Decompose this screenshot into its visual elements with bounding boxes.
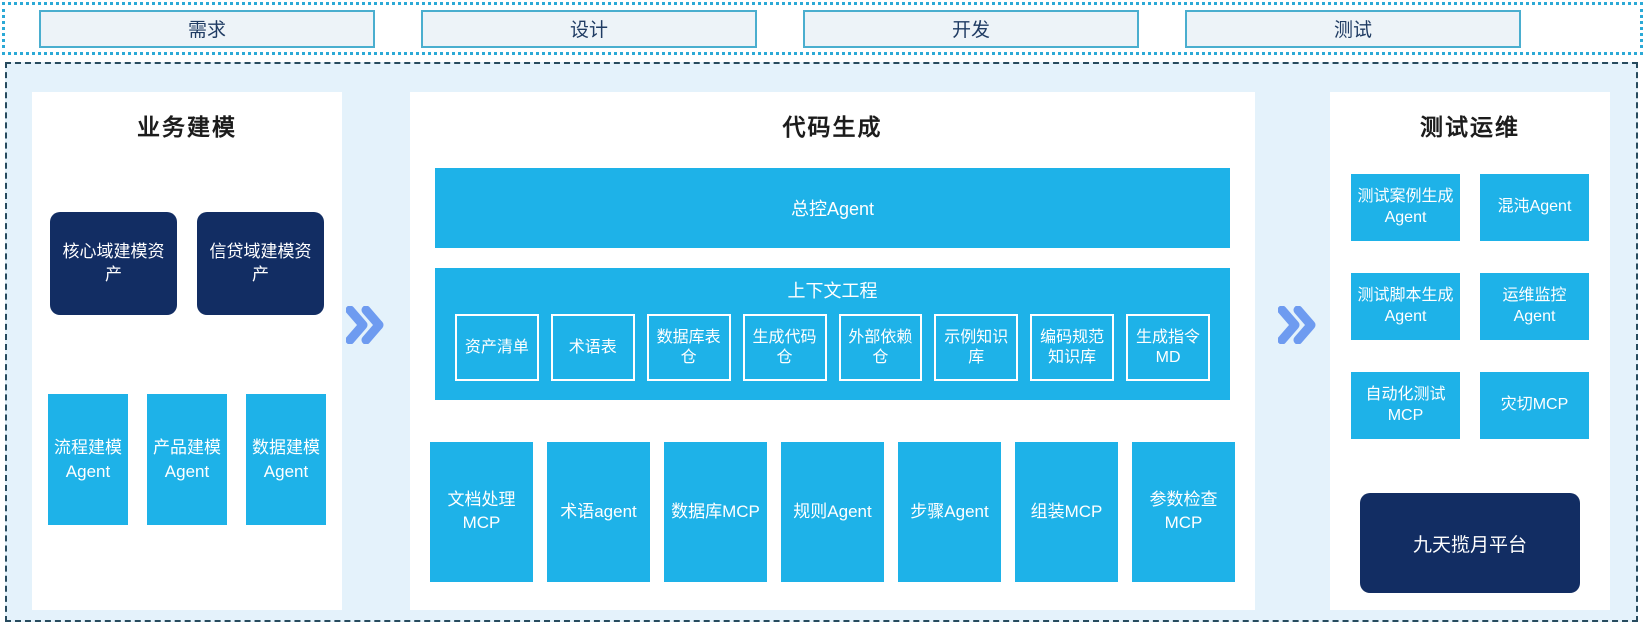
param-check-mcp: 参数检查MCP xyxy=(1132,442,1235,582)
tools-row: 文档处理MCP 术语agent 数据库MCP 规则Agent 步骤Agent 组… xyxy=(430,442,1235,582)
phase-development: 开发 xyxy=(803,9,1139,48)
rule-agent: 规则Agent xyxy=(781,442,884,582)
panel-test-operations: 测试运维 测试案例生成Agent 混沌Agent 测试脚本生成Agent 运维监… xyxy=(1330,92,1610,610)
product-modeling-agent: 产品建模Agent xyxy=(147,394,227,525)
data-modeling-agent: 数据建模Agent xyxy=(246,394,326,525)
context-engineering-block: 上下文工程 资产清单 术语表 数据库表仓 生成代码仓 外部依赖仓 示例知识库 编… xyxy=(435,268,1230,400)
main-container: 业务建模 核心域建模资产 信贷域建模资产 流程建模Agent 产品建模Agent… xyxy=(5,62,1638,622)
context-engineering-title: 上下文工程 xyxy=(787,281,878,301)
context-item-coding-standard-kb: 编码规范知识库 xyxy=(1030,314,1115,381)
panel-code-generation: 代码生成 总控Agent 上下文工程 资产清单 术语表 数据库表仓 生成代码仓 … xyxy=(410,92,1255,610)
phase-requirements: 需求 xyxy=(39,9,375,48)
modeling-agents-row: 流程建模Agent 产品建模Agent 数据建模Agent xyxy=(32,394,342,525)
chevron-right-icon xyxy=(1278,306,1316,344)
context-item-external-deps-repo: 外部依赖仓 xyxy=(838,314,923,381)
master-control-agent: 总控Agent xyxy=(435,168,1230,248)
panel-title-business-modeling: 业务建模 xyxy=(137,114,237,140)
panel-title-code-generation: 代码生成 xyxy=(782,114,883,140)
assembly-mcp: 组装MCP xyxy=(1015,442,1118,582)
context-item-gen-code-repo: 生成代码仓 xyxy=(742,314,827,381)
panel-title-test-operations: 测试运维 xyxy=(1420,114,1520,140)
testops-grid: 测试案例生成Agent 混沌Agent 测试脚本生成Agent 运维监控Agen… xyxy=(1351,174,1589,439)
database-mcp: 数据库MCP xyxy=(664,442,767,582)
test-script-gen-agent: 测试脚本生成Agent xyxy=(1351,273,1460,340)
phase-design: 设计 xyxy=(421,9,757,48)
asset-credit-domain: 信贷域建模资产 xyxy=(197,212,324,315)
context-item-glossary: 术语表 xyxy=(550,314,635,381)
disaster-switch-mcp: 灾切MCP xyxy=(1480,372,1589,439)
context-item-gen-instruction-md: 生成指令MD xyxy=(1126,314,1210,381)
context-items-row: 资产清单 术语表 数据库表仓 生成代码仓 外部依赖仓 示例知识库 编码规范知识库… xyxy=(455,314,1210,381)
ops-monitoring-agent: 运维监控Agent xyxy=(1480,273,1589,340)
asset-core-domain: 核心域建模资产 xyxy=(50,212,177,315)
jiutian-lanyue-platform: 九天揽月平台 xyxy=(1360,493,1580,593)
chevron-right-icon xyxy=(346,306,384,344)
panel-business-modeling: 业务建模 核心域建模资产 信贷域建模资产 流程建模Agent 产品建模Agent… xyxy=(32,92,342,610)
phase-strip: 需求 设计 开发 测试 xyxy=(2,2,1643,55)
step-agent: 步骤Agent xyxy=(898,442,1001,582)
process-modeling-agent: 流程建模Agent xyxy=(48,394,128,525)
modeling-assets-row: 核心域建模资产 信贷域建模资产 xyxy=(32,212,342,315)
phase-testing: 测试 xyxy=(1185,9,1521,48)
context-item-db-table-repo: 数据库表仓 xyxy=(646,314,731,381)
automated-test-mcp: 自动化测试MCP xyxy=(1351,372,1460,439)
doc-processing-mcp: 文档处理MCP xyxy=(430,442,533,582)
test-case-gen-agent: 测试案例生成Agent xyxy=(1351,174,1460,241)
chaos-agent: 混沌Agent xyxy=(1480,174,1589,241)
glossary-agent: 术语agent xyxy=(547,442,650,582)
context-item-asset-list: 资产清单 xyxy=(455,314,539,381)
context-item-example-kb: 示例知识库 xyxy=(934,314,1019,381)
